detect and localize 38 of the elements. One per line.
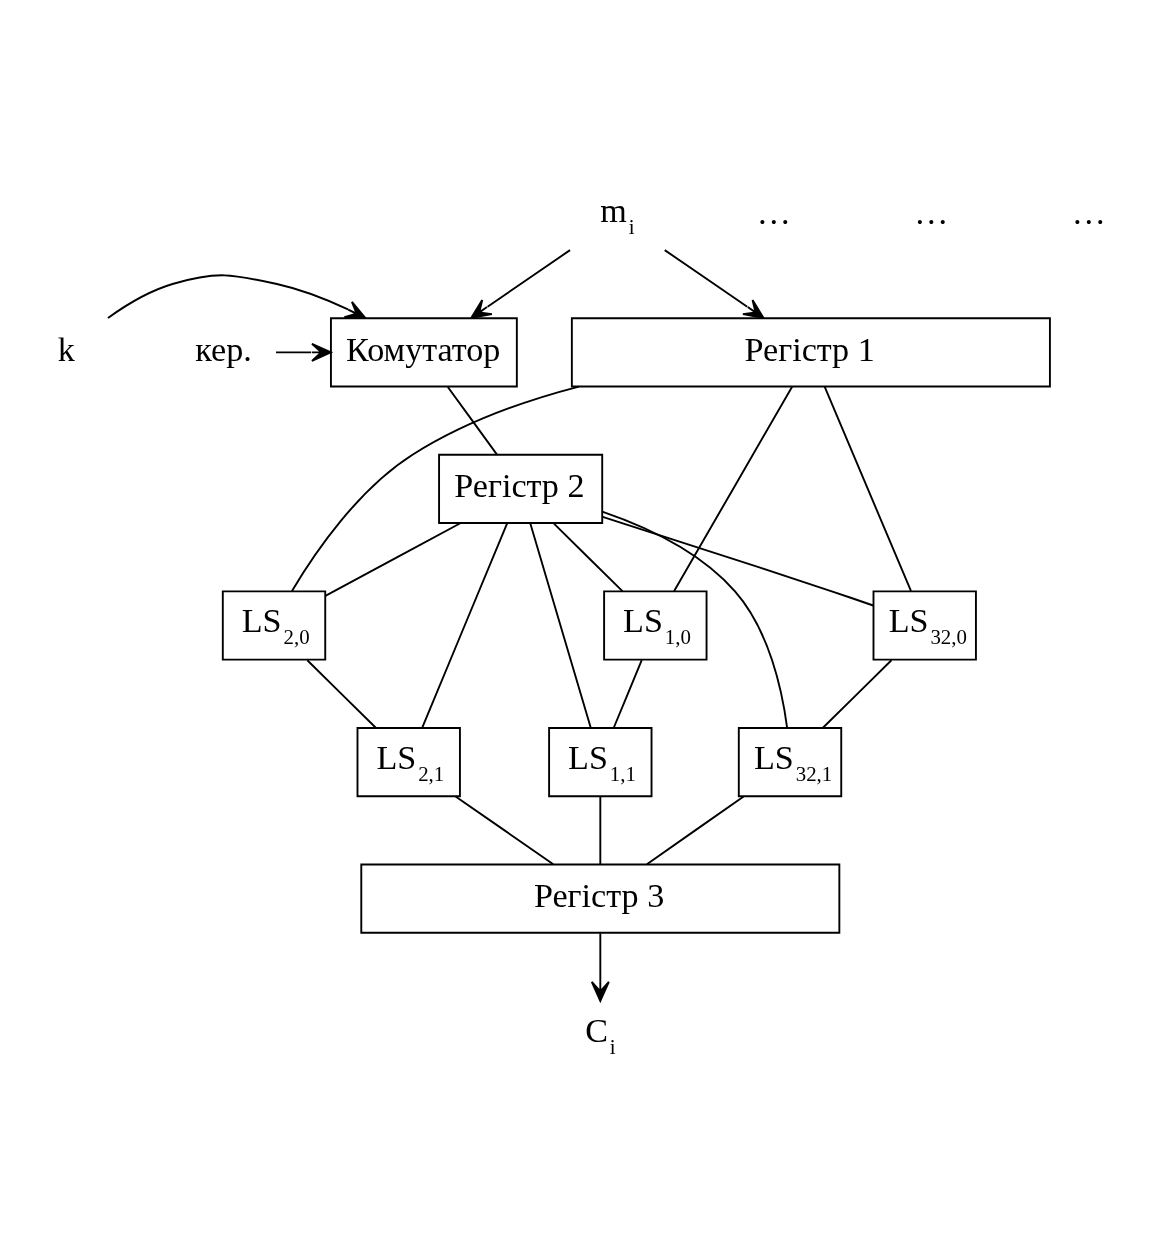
node-box: LS$_{32,0}$	[872, 590, 977, 661]
arrow	[663, 249, 765, 319]
node-box: LS$_{32,1}$	[737, 727, 843, 798]
node-box: Комутатор	[330, 317, 518, 388]
label: …	[756, 194, 791, 232]
label: …	[914, 194, 949, 232]
connector	[645, 795, 745, 866]
connector	[601, 515, 875, 607]
connector	[612, 659, 643, 729]
node-box: Регістр 3	[360, 863, 841, 934]
arrow	[275, 342, 332, 362]
connector	[673, 385, 794, 592]
node-box: LS$_{2,1}$	[356, 727, 461, 798]
node-box: LS$_{1,0}$	[603, 590, 708, 661]
node-text: кер.	[195, 330, 252, 368]
node-text: C$_{i}$	[585, 1011, 616, 1059]
connector	[823, 385, 912, 592]
connector	[454, 795, 555, 866]
node-box: LS$_{2,0}$	[221, 590, 327, 661]
connector	[552, 522, 624, 593]
node-text: m$_{i}$	[600, 192, 635, 240]
connector	[291, 385, 580, 592]
connector	[421, 522, 509, 729]
node-box: Регістр 2	[438, 453, 604, 524]
connector	[529, 522, 592, 729]
node-box: Регістр 1	[570, 317, 1051, 388]
connector	[599, 795, 602, 866]
node-box: LS$_{1,1}$	[548, 727, 653, 798]
connector	[601, 510, 789, 729]
connector	[822, 659, 893, 729]
arrow	[470, 249, 571, 319]
connector	[306, 659, 377, 729]
arrow	[590, 932, 610, 1002]
arrow	[107, 274, 367, 319]
label: …	[1071, 194, 1106, 232]
connector	[324, 522, 462, 597]
connector	[446, 386, 498, 456]
node-text: k	[57, 330, 75, 368]
